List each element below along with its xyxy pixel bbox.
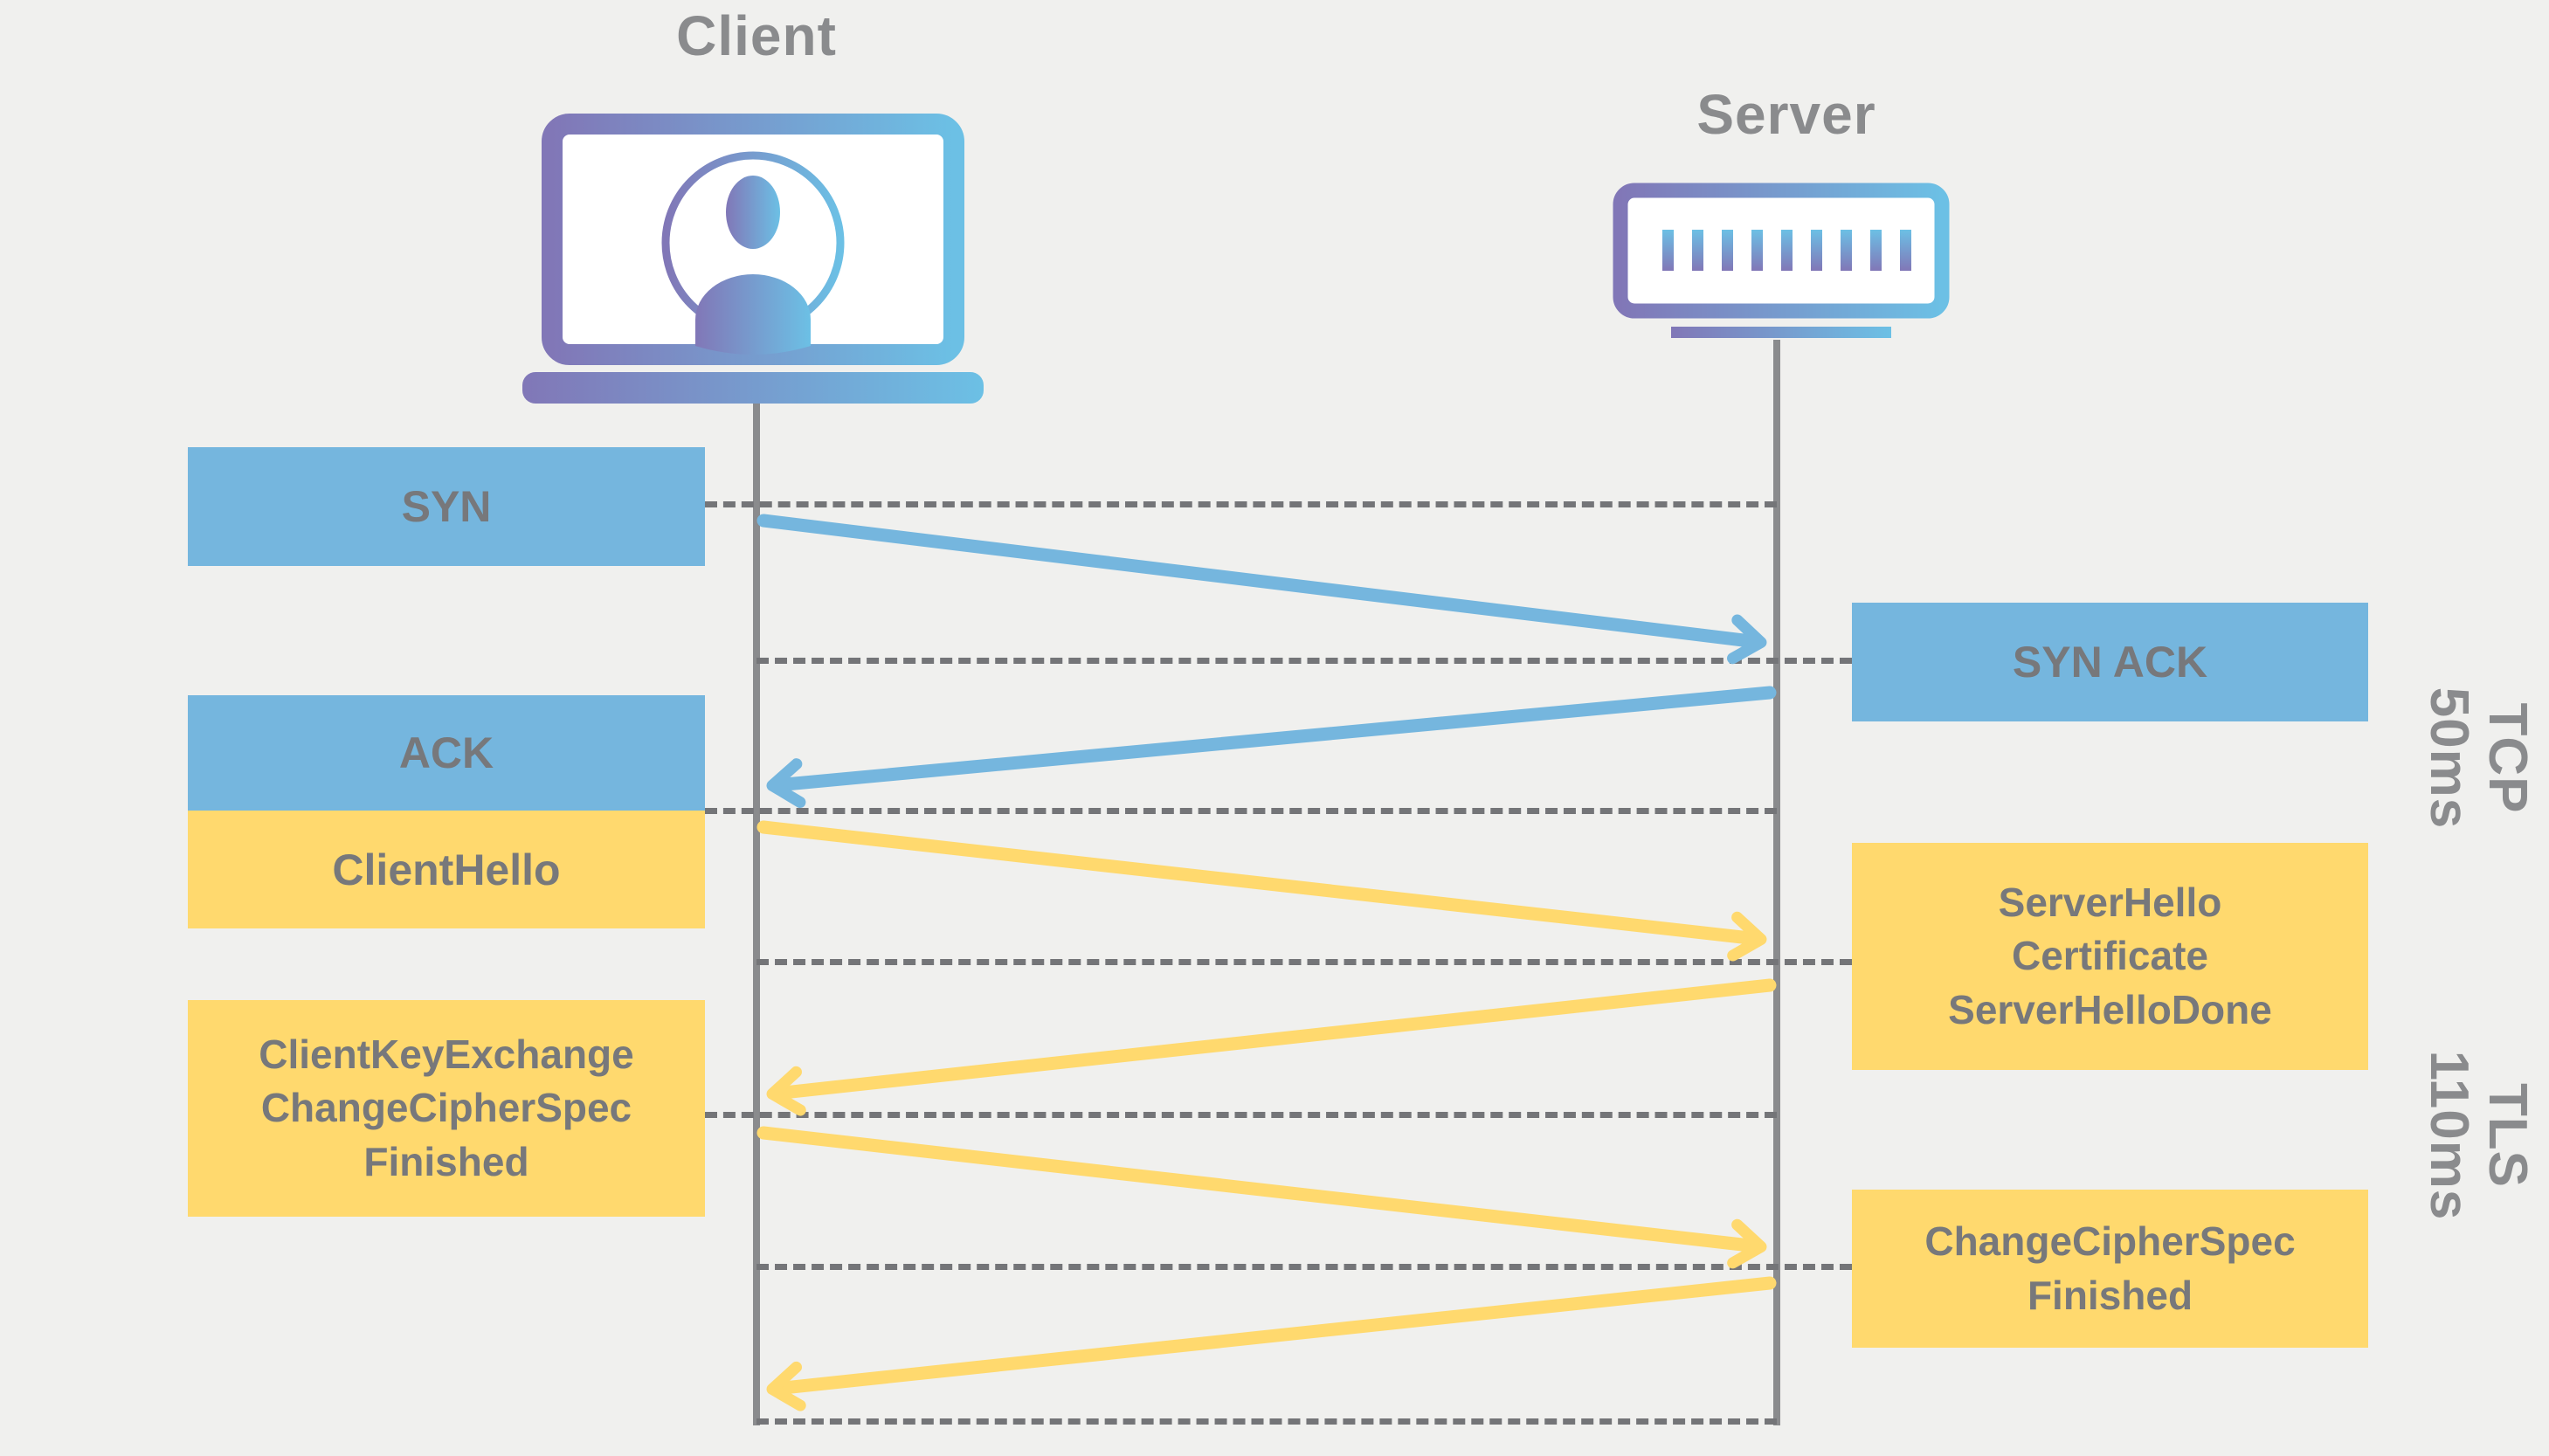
message-box-ack: ACK — [188, 695, 705, 811]
client-key-exchange-arrow — [756, 1126, 1767, 1269]
phase-label-tcp: TCP 50ms — [2407, 627, 2547, 889]
timeline-divider-6 — [756, 1264, 1852, 1270]
client-lifeline — [753, 402, 760, 1425]
change-cipher-spec-arrow — [766, 1276, 1777, 1411]
syn-ack-arrow — [766, 686, 1777, 808]
server-icon — [1613, 183, 1950, 338]
message-box-server-hello: ServerHello Certificate ServerHelloDone — [1852, 843, 2368, 1070]
timeline-divider-1 — [705, 501, 1777, 507]
phase-tcp-duration: 50ms — [2419, 687, 2479, 830]
timeline-divider-4 — [756, 959, 1852, 965]
message-box-client-key-exchange: ClientKeyExchange ChangeCipherSpec Finis… — [188, 1000, 705, 1217]
phase-tls-protocol: TLS — [2476, 1082, 2538, 1189]
timeline-divider-2 — [756, 658, 1852, 664]
syn-arrow — [756, 514, 1767, 665]
message-box-change-cipher-spec: ChangeCipherSpec Finished — [1852, 1190, 2368, 1348]
server-title: Server — [1696, 83, 1876, 146]
laptop-user-icon — [522, 114, 984, 404]
message-box-syn-ack: SYN ACK — [1852, 603, 2368, 721]
timeline-divider-7 — [756, 1418, 1777, 1425]
server-hello-arrow — [766, 978, 1777, 1116]
client-title: Client — [676, 4, 837, 67]
message-box-syn: SYN — [188, 447, 705, 566]
phase-tls-duration: 110ms — [2419, 1050, 2479, 1221]
server-slot-bars — [1662, 230, 1911, 271]
phase-tcp-protocol: TCP — [2476, 702, 2538, 814]
server-lifeline — [1773, 340, 1780, 1425]
timeline-divider-5 — [705, 1112, 1777, 1118]
client-hello-arrow — [756, 820, 1767, 962]
message-box-client-hello: ClientHello — [188, 811, 705, 928]
timeline-divider-3 — [705, 808, 1777, 814]
phase-label-tls: TLS 110ms — [2407, 1004, 2547, 1266]
